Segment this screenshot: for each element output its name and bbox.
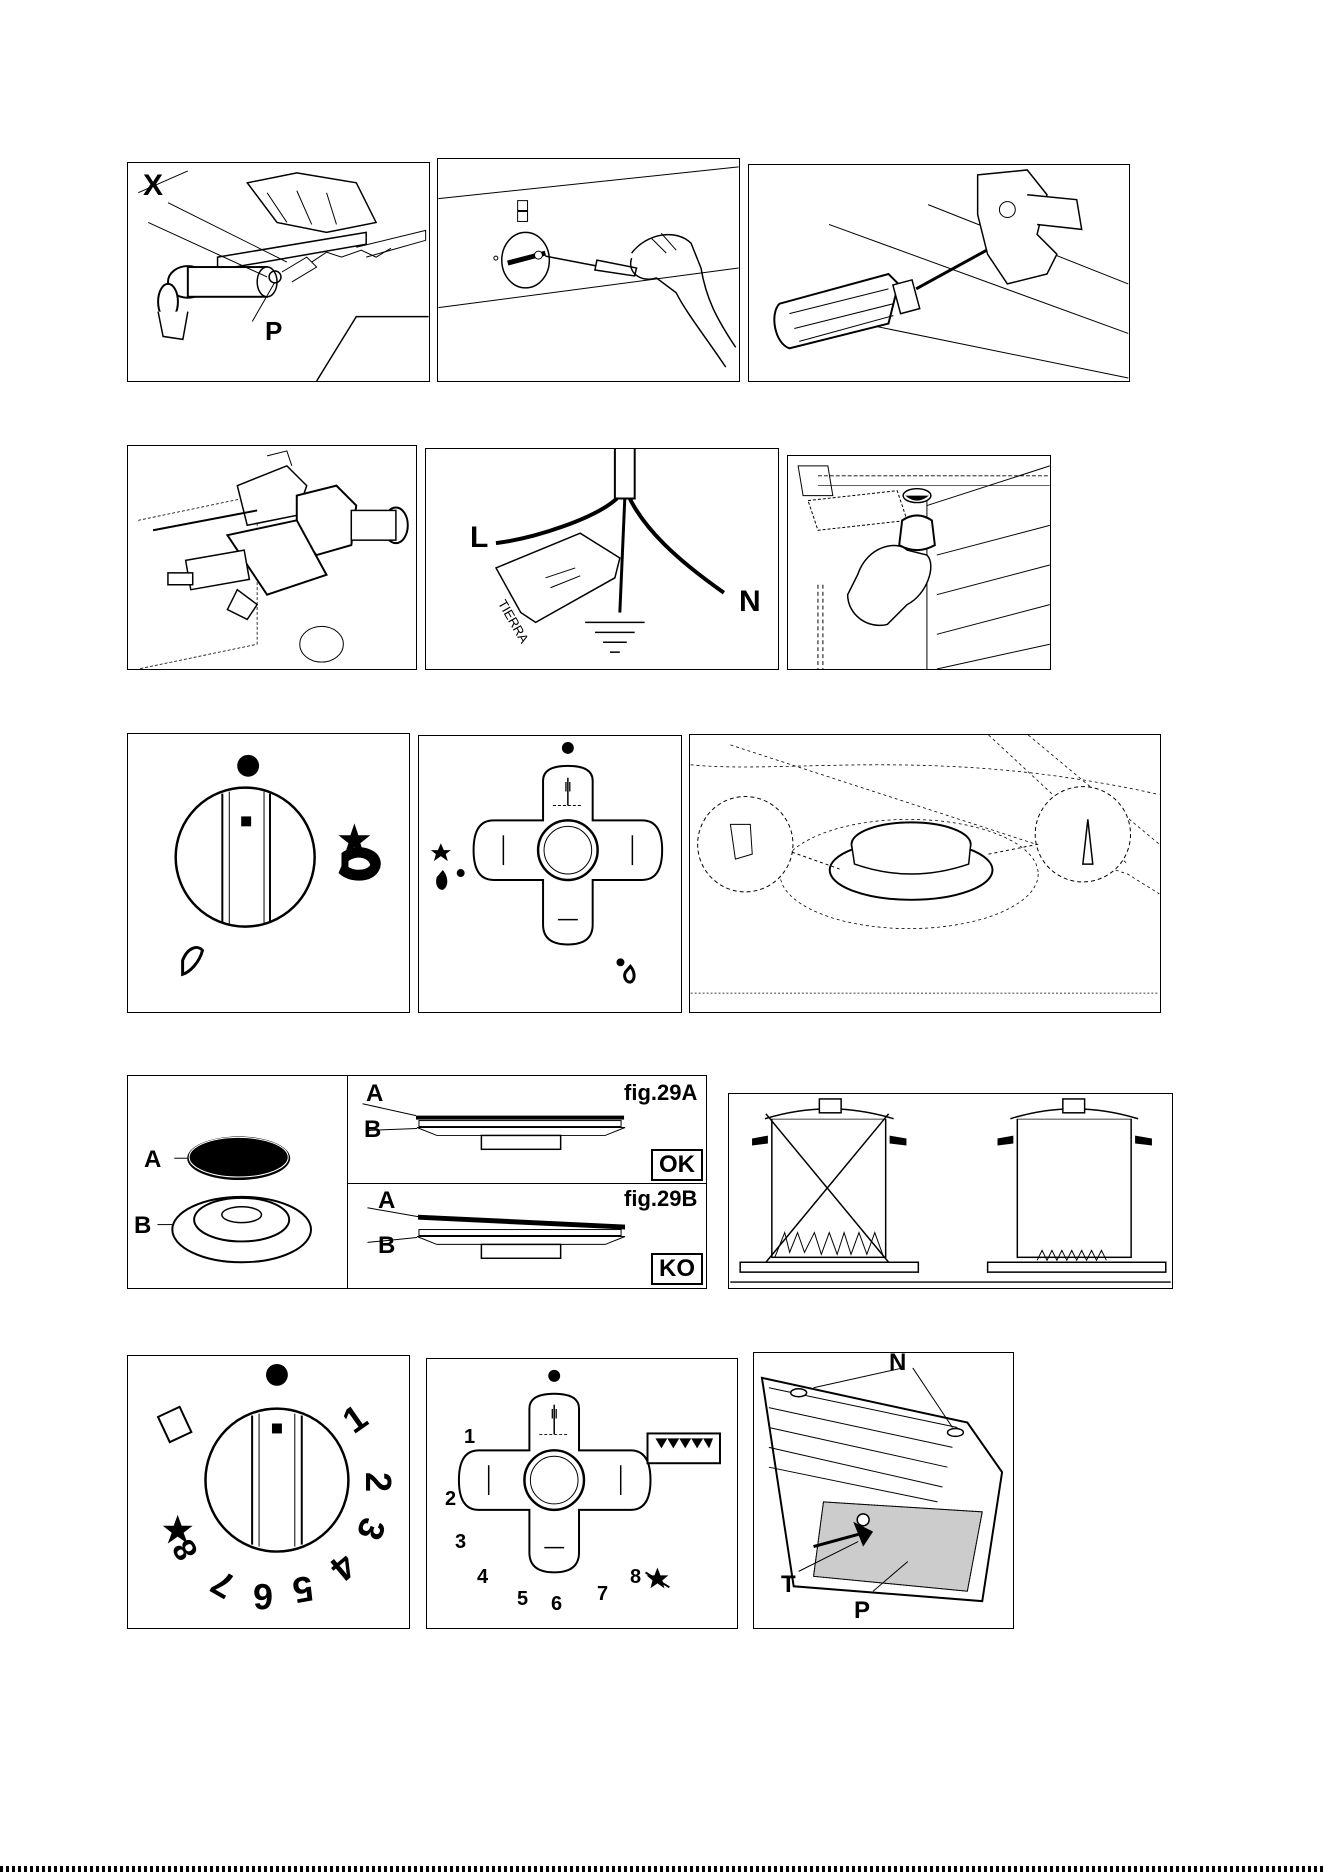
burner-cap-illustration bbox=[690, 735, 1160, 1012]
label-n-oven: N bbox=[889, 1352, 906, 1375]
figure-cross-knob: II bbox=[418, 735, 682, 1013]
figure-electrical-wiring: L N TIERRA bbox=[425, 448, 779, 670]
label-b-bottom: B bbox=[378, 1234, 395, 1258]
cross-number-4: 4 bbox=[477, 1567, 488, 1587]
valve-detail-illustration bbox=[128, 446, 416, 669]
knob-number-6: 6 bbox=[253, 1578, 273, 1614]
gas-valve-illustration bbox=[128, 163, 429, 381]
knob-number-2: 2 bbox=[360, 1472, 396, 1492]
pot-flame-illustration bbox=[729, 1094, 1172, 1288]
knob-screwdriver-illustration bbox=[438, 159, 739, 381]
caption-fig29a: fig.29A bbox=[624, 1082, 697, 1104]
figure-oven-interior: N T P bbox=[753, 1352, 1014, 1629]
status-ko: KO bbox=[651, 1253, 703, 1285]
burner-exploded-illustration bbox=[128, 1076, 706, 1288]
label-a-cap: A bbox=[144, 1148, 161, 1172]
label-p-oven: P bbox=[854, 1599, 870, 1623]
svg-text:II: II bbox=[550, 1406, 558, 1422]
cross-number-8: 8 bbox=[630, 1567, 641, 1587]
cross-knob-illustration: II bbox=[419, 736, 681, 1012]
screwdriver-valve-illustration bbox=[749, 165, 1129, 381]
figure-knob-screwdriver bbox=[437, 158, 740, 382]
label-a-top: A bbox=[366, 1082, 383, 1106]
figure-oven-cross-knob: II 1 2 3 4 5 6 7 8 bbox=[426, 1358, 738, 1629]
status-ok: OK bbox=[651, 1149, 703, 1181]
figure-oven-lamp bbox=[787, 455, 1051, 670]
figure-screwdriver-valve bbox=[748, 164, 1130, 382]
label-b-ring: B bbox=[134, 1214, 151, 1238]
cross-number-3: 3 bbox=[455, 1532, 466, 1552]
cross-number-1: 1 bbox=[464, 1427, 475, 1447]
figure-burner-assembly: A B A B fig.29A OK A B fig.29B KO bbox=[127, 1075, 707, 1289]
oven-cross-knob-illustration: II bbox=[427, 1359, 737, 1628]
cross-number-2: 2 bbox=[445, 1489, 456, 1509]
figure-knob-positions bbox=[127, 733, 410, 1013]
cross-number-6: 6 bbox=[551, 1594, 562, 1614]
cross-number-5: 5 bbox=[517, 1589, 528, 1609]
label-t-oven: T bbox=[781, 1573, 796, 1597]
label-b-top: B bbox=[364, 1118, 381, 1142]
svg-text:II: II bbox=[564, 779, 572, 795]
label-l: L bbox=[470, 523, 488, 553]
bottom-border bbox=[0, 1866, 1324, 1872]
cross-number-7: 7 bbox=[597, 1584, 608, 1604]
oven-lamp-illustration bbox=[788, 456, 1050, 669]
label-p: P bbox=[265, 318, 282, 344]
figure-burner-cap bbox=[689, 734, 1161, 1013]
knob-positions-illustration bbox=[128, 734, 409, 1012]
wiring-illustration bbox=[426, 449, 778, 669]
label-a-bottom: A bbox=[378, 1189, 395, 1213]
figure-valve-detail bbox=[127, 445, 417, 670]
figure-gas-valve-adjustment: X P bbox=[127, 162, 430, 382]
figure-pot-flame bbox=[728, 1093, 1173, 1289]
label-n: N bbox=[739, 587, 761, 617]
figure-oven-knob-numbered: 1 2 3 4 5 6 7 8 bbox=[127, 1355, 410, 1629]
label-x: X bbox=[143, 171, 163, 201]
caption-fig29b: fig.29B bbox=[624, 1188, 697, 1210]
